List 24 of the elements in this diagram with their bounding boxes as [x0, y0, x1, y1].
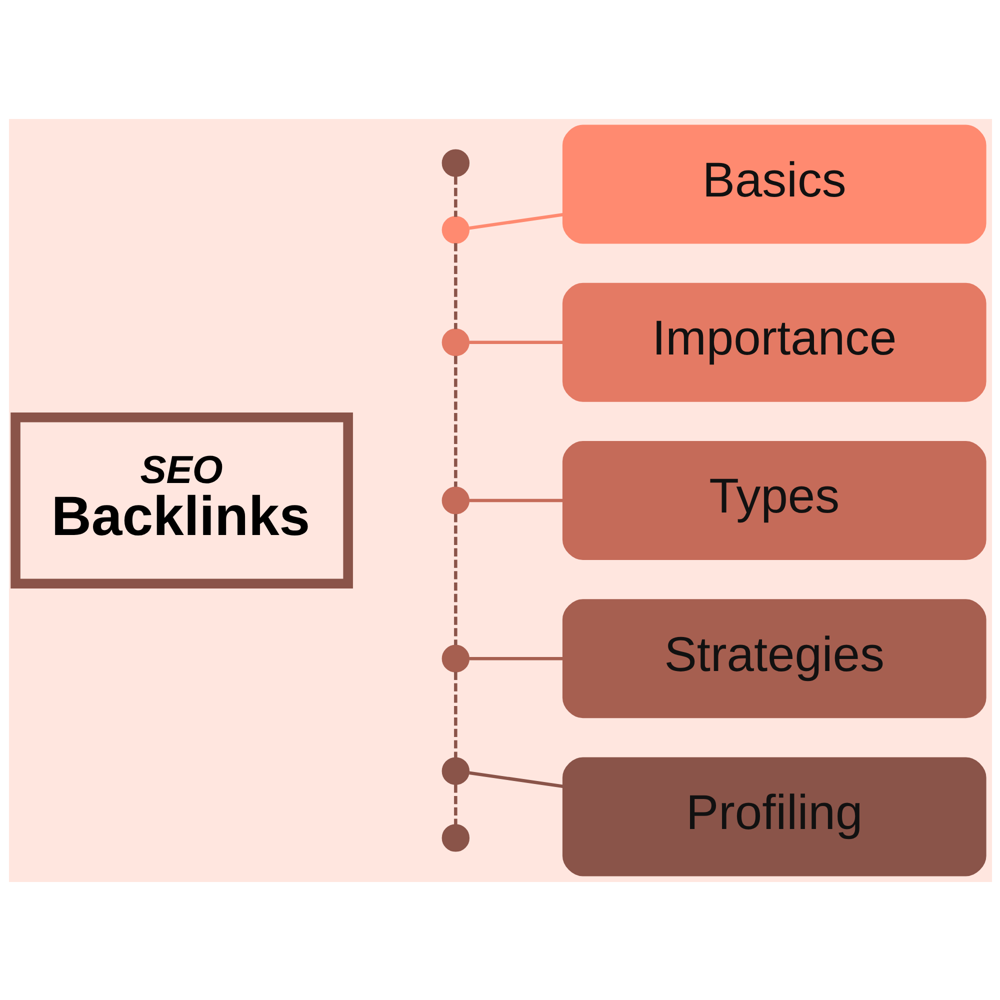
node-box: Strategies — [562, 598, 986, 718]
node-circle — [441, 148, 470, 176]
node-circle — [441, 216, 470, 244]
node-circle — [441, 486, 470, 514]
node-box: SEO Backlinks — [10, 412, 352, 588]
connector — [468, 340, 562, 344]
node-box: Profiling — [562, 756, 986, 876]
node-circle — [441, 824, 470, 852]
connector — [468, 770, 563, 788]
node-circle — [441, 644, 470, 672]
connector — [468, 656, 562, 660]
node-box: Types — [562, 440, 986, 560]
connector — [454, 355, 457, 486]
node-box: Basics — [562, 124, 986, 244]
connector — [454, 514, 457, 645]
connector — [468, 212, 563, 230]
connector — [454, 671, 457, 758]
connector — [454, 176, 457, 216]
connector — [454, 784, 457, 824]
node-circle — [441, 328, 470, 356]
node-box: Importance — [562, 282, 986, 402]
connector — [454, 242, 457, 329]
node-circle — [441, 756, 470, 784]
connector — [468, 498, 562, 502]
